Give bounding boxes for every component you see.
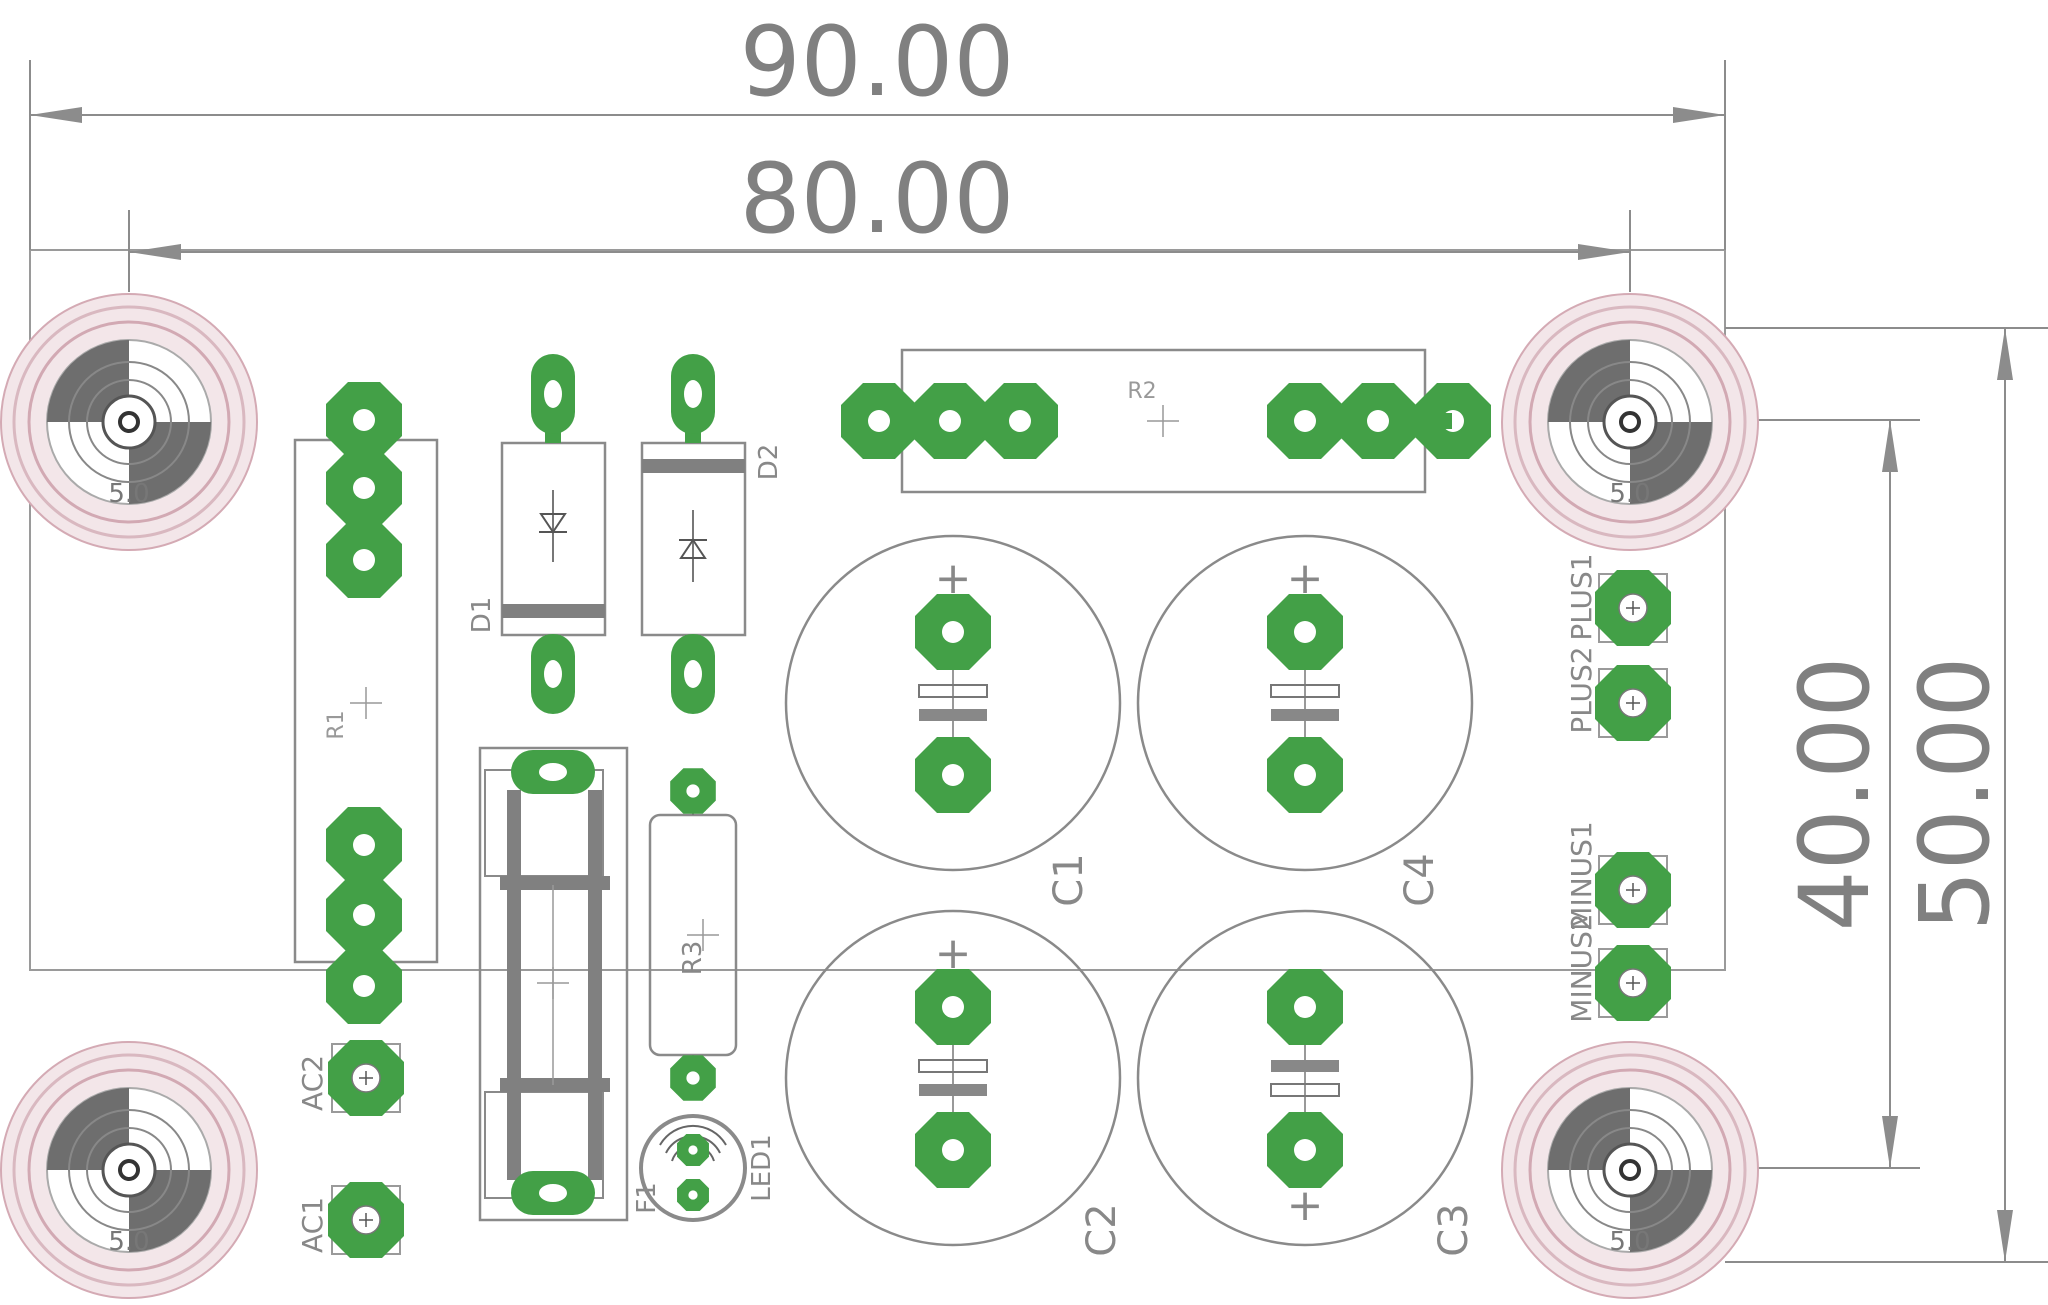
- label-c2: C2: [1079, 1203, 1125, 1256]
- label-d2: D2: [754, 444, 784, 481]
- label-r2: R2: [1127, 379, 1156, 404]
- label-c4: C4: [1397, 853, 1443, 906]
- board-outline: [29, 249, 1726, 971]
- component-r1: R1: [293, 382, 439, 1024]
- svg-text:5.0: 5.0: [1609, 1227, 1650, 1257]
- label-minus1: MINUS1: [1565, 821, 1598, 930]
- label-d1: D1: [467, 597, 497, 634]
- label-plus2: PLUS2: [1565, 646, 1598, 733]
- component-f1: F1: [478, 746, 662, 1222]
- component-r3: R3: [648, 768, 738, 1101]
- mounting-hole-top-left: 5.0: [0, 292, 259, 552]
- mounting-hole-bottom-right: 5.0: [1500, 1040, 1760, 1300]
- mounting-hole-top-right: 5.0: [1500, 292, 1760, 552]
- label-ac1: AC1: [296, 1197, 329, 1253]
- label-c3: C3: [1431, 1203, 1477, 1256]
- label-f1: F1: [632, 1182, 662, 1214]
- plus-c2: +: [935, 928, 972, 979]
- svg-text:5.0: 5.0: [108, 1227, 149, 1257]
- dimension-top-outer: 90.00: [740, 6, 1015, 118]
- label-led1: LED1: [747, 1134, 777, 1201]
- plus-c4: +: [1287, 553, 1324, 604]
- component-c2: + C2: [784, 909, 1125, 1257]
- label-r1: R1: [324, 710, 349, 739]
- plus-c1: +: [935, 553, 972, 604]
- connector-ac2: AC2: [296, 1039, 405, 1117]
- label-r3: R3: [678, 941, 708, 976]
- dimension-right-inner: 40.00: [1779, 657, 1891, 932]
- component-r2: R2: [841, 348, 1491, 494]
- plus-c3: +: [1287, 1180, 1324, 1231]
- label-c1: C1: [1046, 853, 1092, 906]
- connector-plus: PLUS1 PLUS2: [1565, 553, 1672, 742]
- component-c4: + C4: [1136, 534, 1474, 907]
- dimension-top-inner: 80.00: [740, 143, 1015, 255]
- label-minus2: MINUS2: [1565, 913, 1598, 1022]
- label-plus1: PLUS1: [1565, 553, 1598, 640]
- mounting-hole-bottom-left: 5.0: [0, 1040, 259, 1300]
- component-c3: + C3: [1136, 909, 1477, 1257]
- component-c1: + C1: [784, 534, 1122, 907]
- component-d2: D2: [640, 354, 784, 714]
- svg-text:5.0: 5.0: [1609, 479, 1650, 509]
- dimension-right-outer: 50.00: [1899, 657, 2011, 932]
- svg-text:5.0: 5.0: [108, 479, 149, 509]
- connector-minus: MINUS1 MINUS2: [1565, 821, 1672, 1023]
- label-ac2: AC2: [296, 1055, 329, 1111]
- component-d1: D1: [467, 354, 607, 714]
- connector-ac1: AC1: [296, 1181, 405, 1259]
- component-led1: LED1: [639, 1114, 777, 1222]
